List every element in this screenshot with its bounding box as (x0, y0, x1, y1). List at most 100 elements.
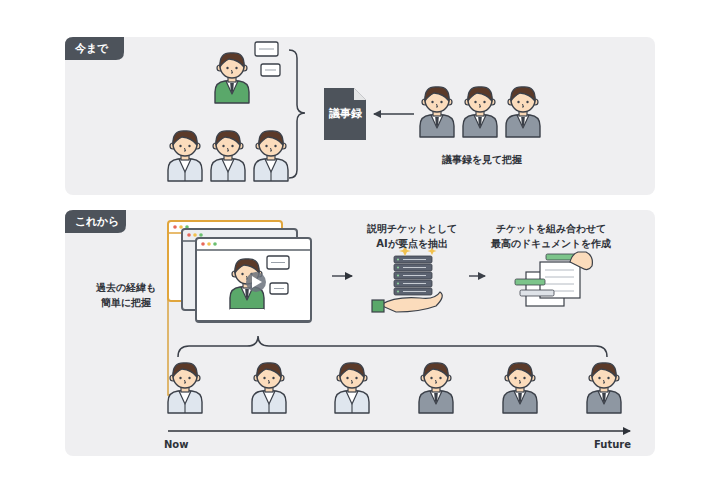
shirt (430, 391, 442, 404)
panel: 今まで議事録議事録を見て把握 (65, 37, 655, 195)
tie (602, 393, 606, 403)
caption: 説明チケットとして AIが要点を抽出 (367, 222, 457, 251)
person-icon (254, 131, 288, 181)
person-icon (503, 363, 537, 413)
hair (257, 363, 281, 377)
body (419, 391, 453, 413)
tie (518, 393, 522, 403)
eye (440, 101, 442, 103)
nose (270, 148, 272, 151)
browser-window (196, 238, 311, 322)
window-crop (230, 309, 264, 321)
server-led (397, 290, 399, 292)
panel-tab-label: これから (65, 210, 129, 233)
nose (519, 380, 521, 383)
eye (474, 101, 476, 103)
body (587, 391, 621, 413)
window-dot (179, 225, 183, 229)
server-led (397, 282, 399, 284)
shirt (263, 391, 275, 404)
hair (340, 363, 364, 377)
ticket (515, 279, 545, 285)
caption: チケットを組み合わせて 最高のドキュメントを作成 (491, 222, 611, 251)
tie (435, 117, 439, 127)
nose (479, 104, 481, 107)
eye (235, 67, 237, 69)
caption-group: チケットを組み合わせて 最高のドキュメントを作成 (488, 222, 614, 314)
nose (351, 380, 353, 383)
tie (245, 289, 249, 299)
hair (259, 131, 283, 145)
body (420, 115, 454, 137)
eye (241, 273, 243, 275)
connector-arrow (469, 275, 485, 276)
eye (483, 101, 485, 103)
paper-line (545, 277, 574, 278)
eye (514, 377, 516, 379)
tie (521, 117, 525, 127)
person-icon (420, 87, 454, 137)
hair (424, 363, 448, 377)
hair (235, 259, 259, 273)
bubble-line (265, 70, 276, 71)
body (335, 391, 369, 413)
hand (570, 252, 592, 270)
shirt (474, 115, 486, 128)
shirt (517, 115, 529, 128)
sleeve (372, 300, 384, 312)
server-led (397, 258, 399, 260)
eye (430, 377, 432, 379)
eye (355, 377, 357, 379)
shirt-line (268, 404, 269, 413)
eye (226, 67, 228, 69)
window-bar (196, 249, 311, 251)
shirt-line (351, 404, 352, 413)
server-line (403, 283, 426, 284)
eye (265, 145, 267, 147)
play-triangle (252, 276, 262, 288)
nose (184, 380, 186, 383)
body (503, 391, 537, 413)
eye (263, 377, 265, 379)
hair (511, 87, 535, 101)
note: 過去の経緯も 簡単に把握 (96, 280, 156, 310)
server-unit (394, 264, 432, 271)
server-unit (394, 280, 432, 287)
server-line (403, 259, 426, 260)
eye (179, 145, 181, 147)
body (211, 159, 245, 181)
document-body (324, 88, 366, 140)
panel: これから説明チケットとして AIが要点を抽出 チケットを組み合わせて 最高のドキュ… (65, 210, 655, 456)
eye (431, 101, 433, 103)
caption-group: 説明チケットとして AIが要点を抽出 (358, 222, 466, 314)
shirt (179, 159, 191, 172)
server-led (397, 274, 399, 276)
document-fold (354, 88, 366, 100)
eye (523, 377, 525, 379)
document-icon: 議事録 (322, 86, 368, 142)
window-dot (187, 233, 191, 237)
tie (434, 393, 438, 403)
bracket (289, 50, 305, 178)
nose (603, 380, 605, 383)
hair (468, 87, 492, 101)
shirt (226, 81, 238, 94)
ticket (520, 290, 554, 296)
bubble-line (274, 288, 284, 289)
eye (274, 145, 276, 147)
person-icon (168, 363, 202, 413)
paper-line (545, 284, 574, 285)
timeline-arrow (168, 430, 630, 431)
eye (272, 377, 274, 379)
paper-line (545, 270, 574, 271)
shirt (514, 391, 526, 404)
server-unit (394, 256, 432, 263)
body (252, 391, 286, 413)
eye (231, 145, 233, 147)
nose (522, 104, 524, 107)
shirt (431, 115, 443, 128)
server-line (403, 291, 426, 292)
speech-bubble (267, 256, 289, 269)
